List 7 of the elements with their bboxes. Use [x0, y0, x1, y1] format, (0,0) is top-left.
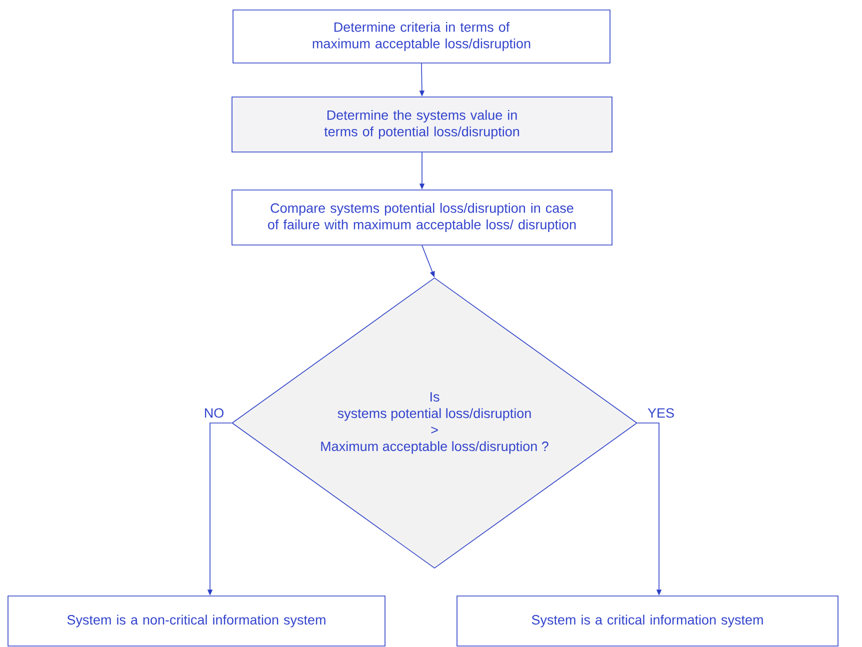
edge-label: YES — [648, 408, 674, 418]
process-box: Determine the systems value in terms of potential loss/disruption — [232, 96, 612, 152]
process-box: System is a non-critical information system — [8, 596, 386, 646]
edge-label: NO — [205, 408, 224, 418]
process-box: Determine criteria in terms of maximum acceptable loss/disruption — [232, 10, 610, 64]
process-box: Compare systems potential loss/disruption in case of failure with maximum acceptable loss/ disruption — [232, 190, 612, 246]
process-box: System is a critical information system — [456, 596, 838, 646]
